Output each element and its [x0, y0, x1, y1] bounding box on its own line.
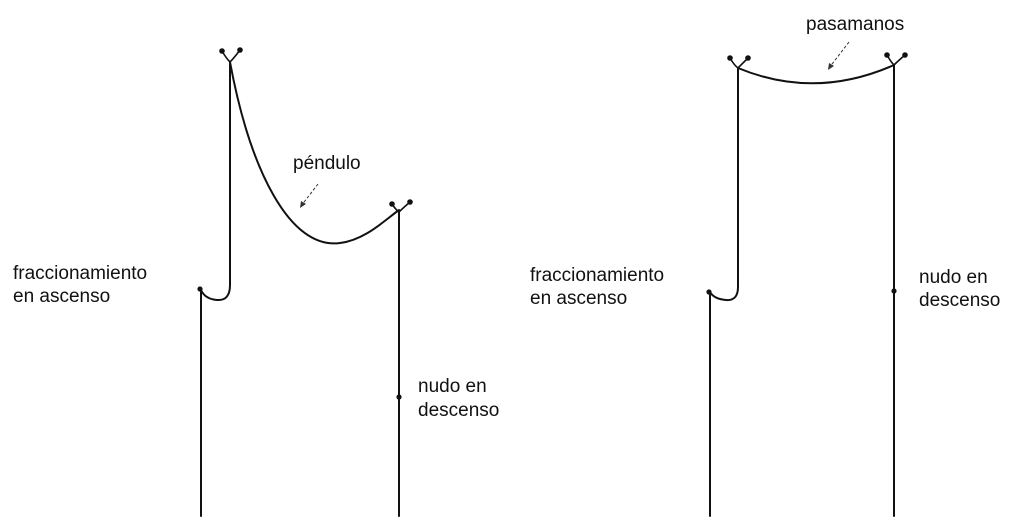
left-fraction-knot [197, 286, 203, 292]
left-descent-knot [396, 394, 402, 400]
right-right-anchor-icon [884, 52, 908, 67]
right-handrail-pointer [828, 41, 850, 69]
right-knot-label-line1: nudo en [919, 267, 988, 288]
right-diagram-handrail: pasamanos fraccionamiento en ascenso nud… [530, 14, 1000, 517]
left-top-anchor-icon [219, 47, 243, 64]
left-knot-label-line2: descenso [418, 400, 499, 421]
left-pendulum-rope [229, 61, 400, 245]
left-fraction-label-line1: fraccionamiento [13, 263, 147, 284]
left-right-anchor-icon [389, 199, 413, 214]
right-descent-rope [709, 67, 739, 517]
right-left-anchor-icon [727, 55, 751, 70]
right-knot-label-line2: descenso [919, 290, 1000, 311]
right-handrail-pointer-arrow-icon [828, 63, 834, 70]
left-fraction-label-line2: en ascenso [13, 286, 110, 307]
right-handrail-rope [737, 64, 895, 85]
right-descent-knot [891, 288, 897, 294]
right-handrail-label: pasamanos [806, 14, 904, 35]
right-fraction-knot [706, 289, 712, 295]
right-fraction-label-line1: fraccionamiento [530, 265, 664, 286]
left-descent-rope [200, 61, 231, 517]
left-pendulum-pointer-arrow-icon [300, 201, 306, 208]
left-pendulum-label: péndulo [293, 153, 361, 174]
right-fraction-label-line2: en ascenso [530, 288, 627, 309]
left-diagram-pendulum: péndulo fraccionamiento en ascenso nudo … [13, 47, 499, 517]
left-knot-label-line1: nudo en [418, 376, 487, 397]
